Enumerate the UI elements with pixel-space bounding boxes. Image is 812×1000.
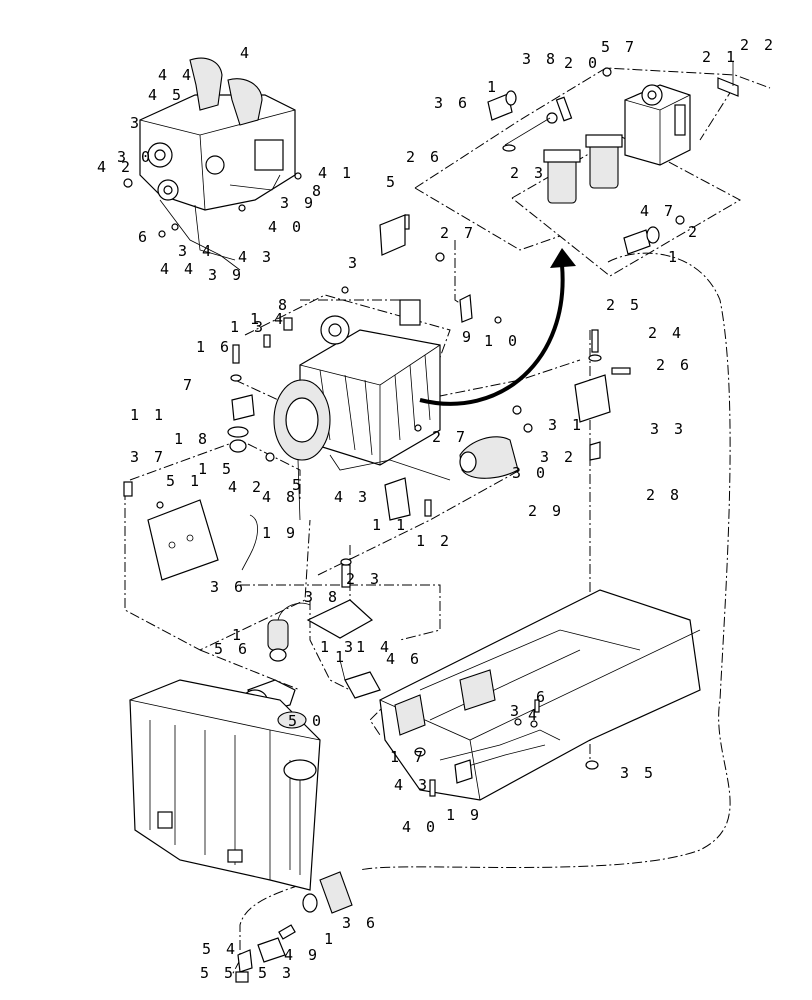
callout-label: 1 9 [262, 524, 298, 542]
callout-label: 3 6 [342, 914, 378, 932]
callout-label: 4 6 [386, 650, 422, 668]
callout-label: 1 [335, 648, 347, 666]
callout-label: 5 [292, 476, 304, 494]
callout-label: 2 3 [510, 164, 546, 182]
callout-label: 2 6 [406, 148, 442, 166]
callout-label: 5 [386, 173, 398, 191]
main-engine [273, 286, 502, 521]
callout-label: 2 7 [432, 428, 468, 446]
engine-hardware [227, 214, 445, 462]
callout-label: 5 4 [202, 940, 238, 958]
callout-label: 1 9 [446, 806, 482, 824]
callout-label: 2 0 [564, 54, 600, 72]
callout-label: 4 3 [394, 776, 430, 794]
callout-label: 1 1 [130, 406, 166, 424]
callout-label: 1 5 [198, 460, 234, 478]
callout-label: 3 8 [522, 50, 558, 68]
callout-label: 3 [130, 114, 142, 132]
callout-label: 4 2 [97, 158, 133, 176]
callout-label: 6 [138, 228, 150, 246]
callout-label: 3 4 [178, 242, 214, 260]
callout-label: 4 [528, 706, 540, 724]
callout-label: 1 [668, 248, 680, 266]
callout-label: 5 1 [166, 472, 202, 490]
callout-label: 1 1 [372, 516, 408, 534]
callout-label: 2 9 [528, 502, 564, 520]
callout-label: 7 [183, 376, 195, 394]
callout-label: 3 2 [540, 448, 576, 466]
callout-label: 3 5 [620, 764, 656, 782]
callout-label: 3 [510, 702, 522, 720]
callout-label: 3 6 [434, 94, 470, 112]
callout-label: 3 9 [280, 194, 316, 212]
callout-label: 1 [324, 930, 336, 948]
chassis-frame [379, 589, 701, 801]
callout-label: 4 2 [228, 478, 264, 496]
callout-label: 4 5 [148, 86, 184, 104]
direction-arrow [419, 248, 576, 406]
callout-label: 2 4 [648, 324, 684, 342]
callout-label: 3 8 [304, 588, 340, 606]
callout-label: 3 0 [512, 464, 548, 482]
callout-label: 2 6 [656, 356, 692, 374]
callout-label: 2 8 [646, 486, 682, 504]
callout-label: 2 5 [606, 296, 642, 314]
fuel-filter-pump-inset [487, 62, 739, 255]
callout-label: 1 3 [230, 318, 266, 336]
callout-label: 3 0 [117, 148, 153, 166]
callout-label: 4 1 [318, 164, 354, 182]
callout-label: 1 0 [484, 332, 520, 350]
callout-label: 2 3 [346, 570, 382, 588]
callout-label: 1 4 [356, 638, 392, 656]
callout-label: 8 [278, 296, 290, 314]
bottom-fittings [235, 871, 353, 983]
callout-label: 3 [348, 254, 360, 272]
engine-assembly-inset [123, 57, 302, 271]
callout-label: 1 2 [416, 532, 452, 550]
callout-label: 3 1 [548, 416, 584, 434]
callout-label: 4 9 [284, 946, 320, 964]
callout-label: 3 6 [210, 578, 246, 596]
callout-label: 1 8 [174, 430, 210, 448]
callout-label: 2 [688, 223, 700, 241]
callout-label: 4 0 [268, 218, 304, 236]
callout-label: 1 6 [196, 338, 232, 356]
callout-label: 3 9 [208, 266, 244, 284]
callout-label: 4 0 [402, 818, 438, 836]
control-module [123, 481, 258, 581]
callout-label: 2 7 [440, 224, 476, 242]
callout-label: 3 3 [650, 420, 686, 438]
callout-label: 5 7 [601, 38, 637, 56]
callout-label: 4 [240, 44, 252, 62]
callout-label: 1 7 [390, 748, 426, 766]
callout-label: 5 6 [214, 640, 250, 658]
callout-label: 3 7 [130, 448, 166, 466]
callout-label: 2 1 [702, 48, 738, 66]
callout-label: 1 [232, 626, 244, 644]
callout-label: 2 2 [740, 36, 776, 54]
callout-label: 4 8 [262, 488, 298, 506]
callout-label: 5 3 [258, 964, 294, 982]
callout-label: 4 3 [238, 248, 274, 266]
callout-label: 4 4 [158, 66, 194, 84]
callout-label: 4 4 [160, 260, 196, 278]
callout-label: 9 [462, 328, 474, 346]
fuel-tank [129, 679, 321, 891]
callout-label: 4 7 [640, 202, 676, 220]
callout-label: 1 [487, 78, 499, 96]
callout-label: 5 5 [200, 964, 236, 982]
callout-label: 4 3 [334, 488, 370, 506]
callout-label: 5 0 [288, 712, 324, 730]
callout-label: 8 [312, 182, 324, 200]
callout-label: 6 [536, 688, 548, 706]
callout-label: 1 4 [250, 310, 286, 328]
starter-and-brackets [384, 329, 631, 521]
callout-label: 1 3 [320, 638, 356, 656]
